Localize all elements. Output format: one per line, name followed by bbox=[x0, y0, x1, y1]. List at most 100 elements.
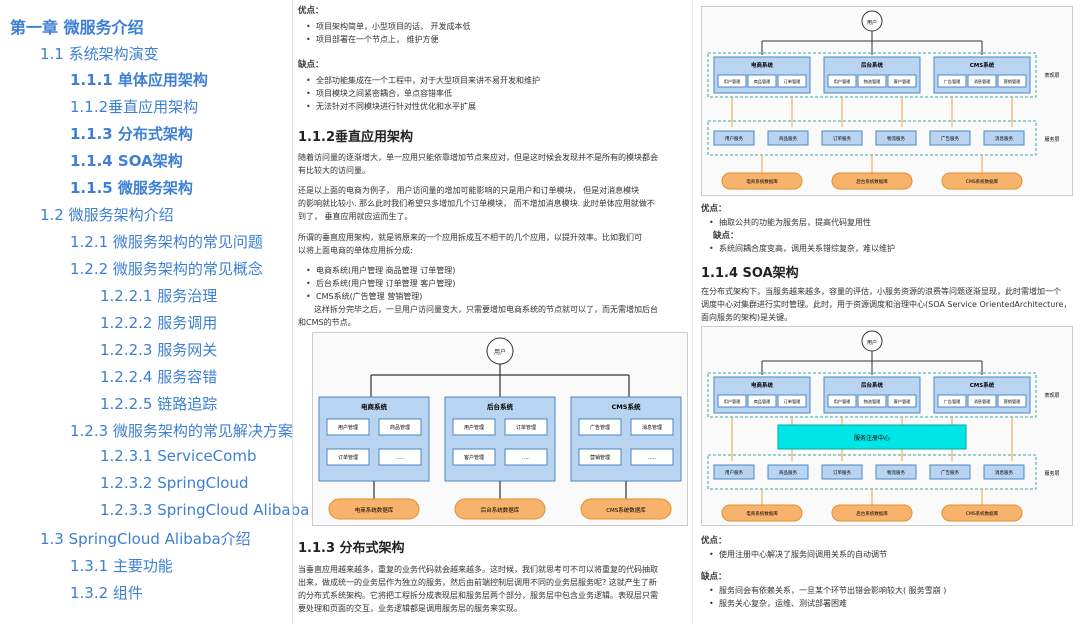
module-label: 物流管理 bbox=[864, 398, 882, 405]
pros-list: 使用注册中心解决了服务间调用关系的自动调节 bbox=[709, 548, 887, 561]
list-item: 后台系统(用户管理 订单管理 客户管理) bbox=[306, 277, 455, 290]
diagram-canvas: 用户 表现层 电商系统 用户管理 商品管理 订单管理 后台系统 用户管理 物流管 bbox=[707, 10, 1060, 190]
text-line: 的分布式系统架构。它将把工程拆分成表现层和服务层两个部分，服务层中包含业务逻辑。… bbox=[298, 591, 658, 600]
toc-item[interactable]: 1.2.2.4 服务容错 bbox=[100, 368, 218, 386]
service-label: 消息服务 bbox=[995, 469, 1013, 476]
toc-item[interactable]: 1.1.4 SOA架构 bbox=[70, 152, 183, 170]
toc-item[interactable]: 1.2.2.2 服务调用 bbox=[100, 314, 218, 332]
system-name: CMS系统 bbox=[612, 402, 641, 411]
module-label: 客户管理 bbox=[464, 454, 484, 461]
module-box bbox=[452, 448, 496, 466]
toc-item[interactable]: 1.2.2.1 服务治理 bbox=[100, 287, 218, 305]
connector-lines bbox=[761, 351, 983, 375]
text-line: 面向服务的架构)是关键。 bbox=[701, 313, 793, 322]
toc-item[interactable]: 1.2.3.1 ServiceComb bbox=[100, 447, 257, 465]
cons-title: 缺点： bbox=[713, 231, 739, 241]
system-name: 电商系统 bbox=[751, 381, 774, 389]
database-label: CMS系统数据库 bbox=[966, 510, 999, 517]
cons-list: 系统间耦合度变高，调用关系错综复杂，难以维护 bbox=[709, 242, 895, 255]
module-label: ..... bbox=[396, 455, 404, 461]
paragraph: 所谓的垂直应用架构，就是将原来的一个应用拆成互不相干的几个应用，以提升效率。比如… bbox=[298, 231, 688, 257]
vertical-architecture-diagram: 用户 电商系统 用户管理 商品管理 订单管理 ..... 后台系统 用户管理 bbox=[312, 332, 688, 526]
toc-item[interactable]: 1.2.3.2 SpringCloud bbox=[100, 474, 249, 492]
database-label: 电商系统数据库 bbox=[746, 510, 778, 517]
module-label: 消息管理 bbox=[974, 398, 992, 405]
paragraph: 和CMS的节点。 bbox=[298, 316, 688, 329]
toc-item[interactable]: 1.2.2 微服务架构的常见概念 bbox=[70, 260, 263, 278]
service-label: 物流服务 bbox=[887, 135, 905, 142]
module-box bbox=[717, 74, 747, 88]
module-label: 商品管理 bbox=[754, 78, 772, 85]
text-line: 的影响就比较小. 那么此时我们希望只多增加几个订单模块， 而不增加消息模块. 此… bbox=[298, 199, 655, 208]
database-label: 后台系统数据库 bbox=[481, 506, 520, 514]
module-box bbox=[967, 394, 997, 408]
module-label: 订单管理 bbox=[784, 78, 802, 85]
toc-item[interactable]: 1.2.2.3 服务网关 bbox=[100, 341, 218, 359]
cons-list: 服务间会有依赖关系，一旦某个环节出错会影响较大( 服务雪崩 ) 服务关心复杂，运… bbox=[709, 584, 946, 610]
toc-item[interactable]: 1.1.3 分布式架构 bbox=[70, 125, 193, 143]
document-page-right: 用户 表现层 电商系统 用户管理 商品管理 订单管理 后台系统 用户管理 物流管 bbox=[692, 0, 1080, 624]
module-label: 营销管理 bbox=[1004, 78, 1022, 85]
system-cms: CMS系统 广告管理 消息管理 营销管理 ..... bbox=[570, 396, 682, 482]
toc-item[interactable]: 1.3.1 主要功能 bbox=[70, 557, 173, 575]
module-label: 用户管理 bbox=[834, 78, 852, 85]
module-box bbox=[997, 394, 1027, 408]
module-box bbox=[630, 418, 674, 436]
service-box bbox=[929, 130, 971, 146]
database-node bbox=[831, 172, 913, 190]
module-box bbox=[857, 394, 887, 408]
system-name: 后台系统 bbox=[861, 61, 884, 69]
list-item: 项目架构简单，小型项目的话， 开发成本低 bbox=[306, 20, 471, 33]
pros-title: 优点： bbox=[701, 536, 727, 546]
toc-item[interactable]: 1.2.3.3 SpringCloud Alibaba bbox=[100, 501, 310, 519]
module-label: 广告管理 bbox=[590, 424, 610, 431]
module-label: 用户管理 bbox=[834, 398, 852, 405]
section-heading: 1.1.4 SOA架构 bbox=[701, 266, 799, 281]
toc-item[interactable]: 1.1 系统架构演变 bbox=[40, 45, 159, 63]
module-label: 消息管理 bbox=[642, 424, 662, 431]
distributed-architecture-diagram: 用户 表现层 电商系统 用户管理 商品管理 订单管理 后台系统 用户管理 物流管 bbox=[701, 6, 1073, 196]
database-label: 电商系统数据库 bbox=[355, 506, 394, 514]
database-label: 后台系统数据库 bbox=[856, 510, 888, 517]
toc-item[interactable]: 1.2.2.5 链路追踪 bbox=[100, 395, 218, 413]
module-box bbox=[747, 74, 777, 88]
toc-item[interactable]: 1.2.3 微服务架构的常见解决方案 bbox=[70, 422, 293, 440]
module-label: 客户管理 bbox=[894, 78, 912, 85]
text-line: 随着访问量的逐渐增大，单一应用只能依靠增加节点来应对，但是这时候会发现并不是所有… bbox=[298, 153, 658, 162]
connector-lines bbox=[370, 364, 630, 397]
module-label: 订单管理 bbox=[784, 398, 802, 405]
module-box bbox=[827, 394, 857, 408]
module-box bbox=[777, 74, 807, 88]
toc-item[interactable]: 1.1.1 单体应用架构 bbox=[70, 71, 208, 89]
toc-item[interactable]: 1.2 微服务架构介绍 bbox=[40, 206, 174, 224]
list-item: 项目部署在一个节点上， 维护方便 bbox=[306, 33, 471, 46]
module-box bbox=[452, 418, 496, 436]
module-box bbox=[887, 74, 917, 88]
user-label: 用户 bbox=[867, 339, 877, 346]
tier-label: 服务层 bbox=[1044, 470, 1059, 477]
tier-label: 服务层 bbox=[1044, 136, 1059, 143]
module-box bbox=[378, 448, 422, 466]
table-of-contents: 第一章 微服务介绍 1.1 系统架构演变 1.1.1 单体应用架构 1.1.2垂… bbox=[0, 0, 309, 624]
toc-item[interactable]: 1.1.5 微服务架构 bbox=[70, 179, 193, 197]
service-box bbox=[983, 464, 1025, 480]
user-label: 用户 bbox=[494, 348, 506, 356]
db-connectors bbox=[761, 489, 983, 505]
database-node bbox=[941, 504, 1023, 522]
toc-chapter-title[interactable]: 第一章 微服务介绍 bbox=[10, 18, 144, 37]
module-box bbox=[717, 394, 747, 408]
system-group: CMS系统 广告管理 消息管理 营销管理 bbox=[933, 56, 1031, 94]
pros-title: 优点： bbox=[298, 6, 324, 16]
toc-item[interactable]: 1.3 SpringCloud Alibaba介绍 bbox=[40, 530, 251, 548]
toc-item[interactable]: 1.2.1 微服务架构的常见问题 bbox=[70, 233, 263, 251]
system-name: 后台系统 bbox=[861, 381, 884, 389]
module-label: 订单管理 bbox=[516, 424, 536, 431]
text-line: 还是以上面的电商为例子， 用户访问量的增加可能影响的只是用户和订单模块， 但是对… bbox=[298, 186, 640, 195]
toc-item[interactable]: 1.3.2 组件 bbox=[70, 584, 143, 602]
document-page-middle: 优点： 项目架构简单，小型项目的话， 开发成本低 项目部署在一个节点上， 维护方… bbox=[292, 0, 692, 624]
diagram-canvas: 用户 电商系统 用户管理 商品管理 订单管理 ..... 后台系统 用户管理 bbox=[318, 337, 682, 520]
module-box bbox=[937, 74, 967, 88]
toc-item[interactable]: 1.1.2垂直应用架构 bbox=[70, 98, 199, 116]
text-line: 所谓的垂直应用架构，就是将原来的一个应用拆成互不相干的几个应用，以提升效率。比如… bbox=[298, 233, 642, 242]
pros-title: 优点： bbox=[701, 204, 727, 214]
